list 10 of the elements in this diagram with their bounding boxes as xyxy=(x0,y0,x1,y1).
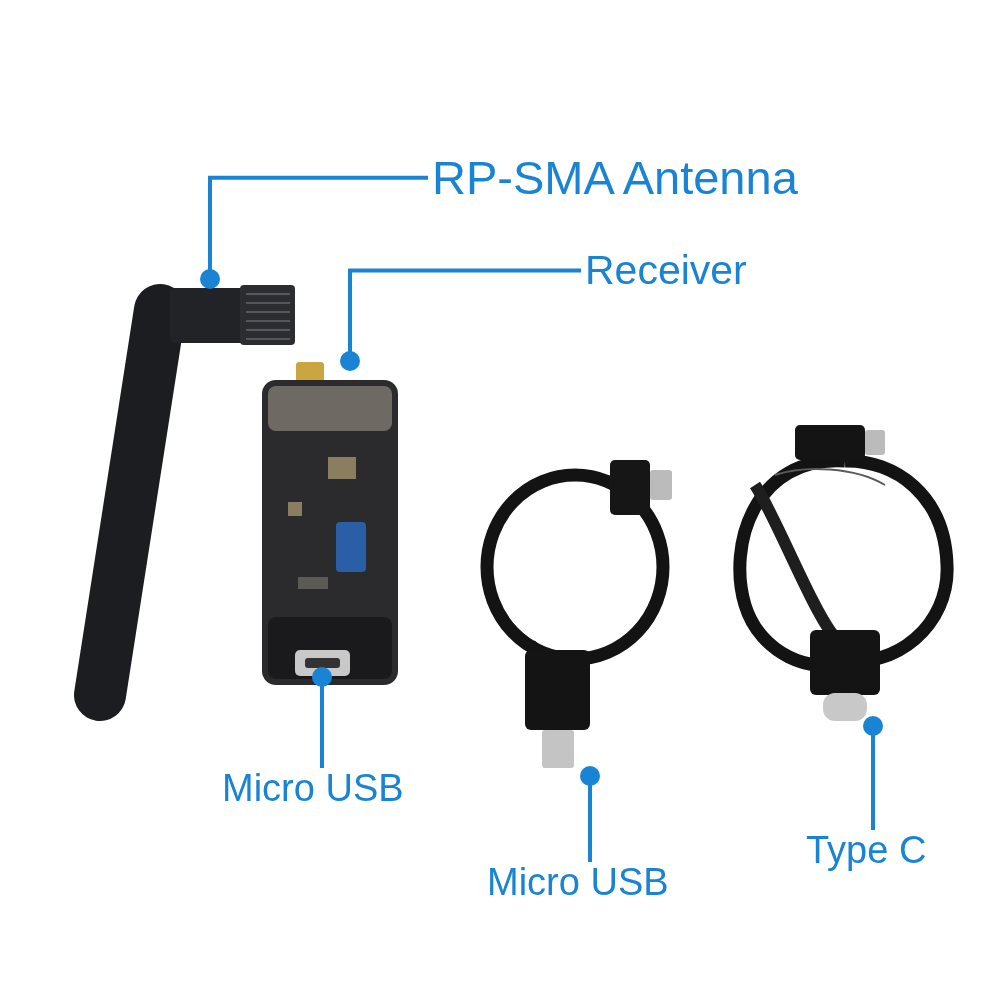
callout-label: RP-SMA Antenna xyxy=(432,152,798,204)
leader-line xyxy=(863,716,883,830)
leader-line xyxy=(340,268,581,371)
callout-label: Receiver xyxy=(585,248,747,294)
leader-line xyxy=(200,175,428,289)
callout-label: Micro USB xyxy=(222,768,404,810)
leader-line xyxy=(580,766,600,862)
callout-label: Micro USB xyxy=(487,862,669,904)
callout-label: Type C xyxy=(806,830,927,872)
leader-line xyxy=(312,667,332,768)
